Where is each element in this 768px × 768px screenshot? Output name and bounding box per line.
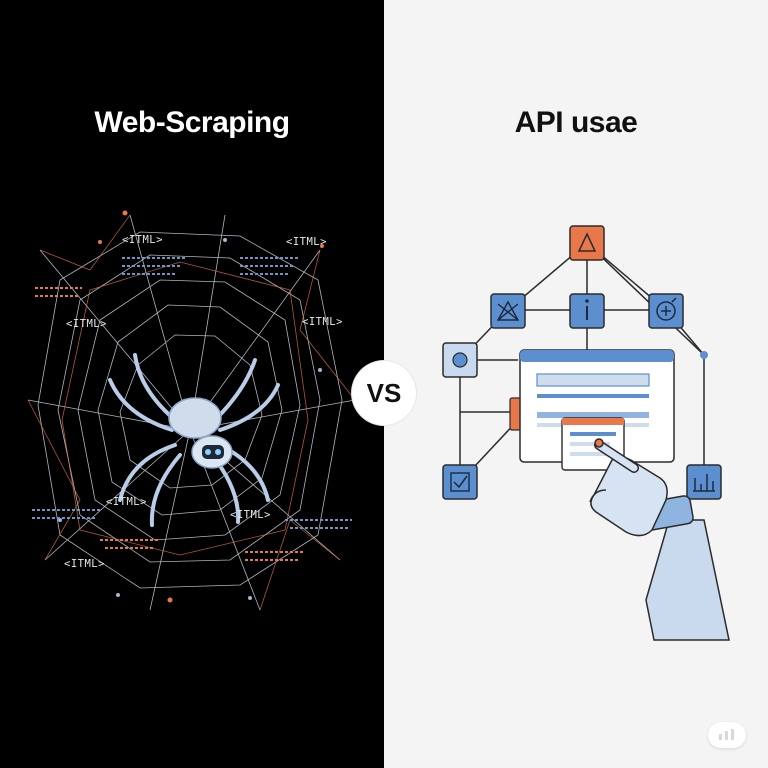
- html-tag: <ITML>: [286, 236, 327, 248]
- api-usage-panel: API usae: [384, 0, 768, 768]
- crossed-triangle-icon: [490, 293, 526, 329]
- html-tag: <ITML>: [66, 318, 107, 330]
- vs-badge: VS: [352, 361, 416, 425]
- web-scraping-title: Web-Scraping: [94, 106, 290, 139]
- spider-icon: [108, 353, 280, 527]
- chart-icon: [686, 464, 722, 500]
- triangle-icon: [569, 225, 605, 261]
- info-icon: [569, 293, 605, 329]
- api-network-diagram: [442, 225, 730, 641]
- circle-node-icon: [442, 342, 478, 378]
- api-usage-title: API usae: [514, 106, 638, 139]
- watermark-icon: [708, 722, 746, 748]
- web-scraping-panel: Web-Scraping <ITML> <ITML> <ITML> <ITML>…: [0, 0, 384, 768]
- html-tag: <ITML>: [302, 316, 343, 328]
- robot-hand-icon: [589, 438, 730, 641]
- html-tag: <ITML>: [230, 509, 271, 521]
- plus-target-icon: [648, 293, 684, 329]
- check-box-icon: [442, 464, 478, 500]
- html-tag: <ITML>: [122, 234, 163, 246]
- html-tag: <ITML>: [64, 558, 105, 570]
- html-tag: <ITML>: [106, 496, 147, 508]
